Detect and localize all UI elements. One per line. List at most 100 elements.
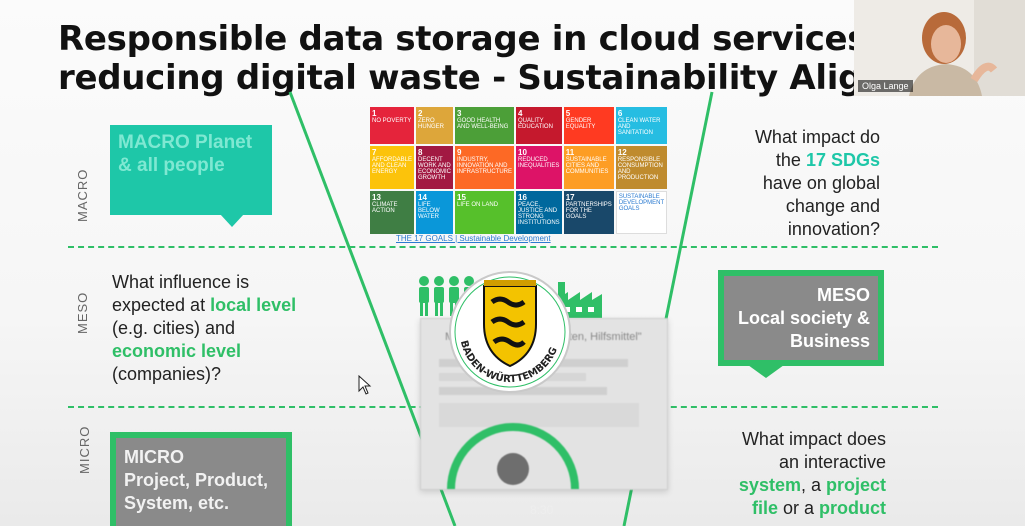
sdg-tile-number: 11 <box>565 148 575 157</box>
participant-name: Olga Lange <box>858 80 913 92</box>
sdg-tile-label: INDUSTRY, INNOVATION AND INFRASTRUCTURE <box>457 157 513 175</box>
macro-box: MACRO Planet & all people <box>110 125 272 215</box>
sdg-tile-label: PARTNERSHIPS FOR THE GOALS <box>565 202 612 220</box>
sdg-tile-label: LIFE BELOW WATER <box>418 202 440 220</box>
sdg-tile-number: 6 <box>617 109 623 118</box>
video-timestamp: 8:30 <box>530 503 554 517</box>
micro-box: MICRO Project, Product, System, etc. <box>110 432 292 526</box>
sdg-tile-label: CLEAN WATER AND SANITATION <box>617 118 661 136</box>
sdg-tile-number: 13 <box>372 193 381 202</box>
sdg-tile-number: 4 <box>518 109 523 118</box>
coat-of-arms-badge: BADEN-WÜRTTEMBERG <box>449 271 571 393</box>
macro-q-text: the <box>775 150 806 170</box>
macro-question-line-4: change and <box>785 196 880 216</box>
macro-question: What impact do the 17 SDGs have on globa… <box>720 126 880 241</box>
sdg-tile-number: 2 <box>418 109 423 118</box>
micro-question-line-2: an interactive <box>778 452 886 472</box>
sdg-tile-label: QUALITY EDUCATION <box>518 118 553 130</box>
macro-question-line-5: innovation? <box>787 219 880 239</box>
sdg-tile-number: 12 <box>617 148 627 157</box>
micro-question-line-4: file or a product <box>700 497 886 520</box>
product-highlight: product <box>819 498 886 518</box>
sdg-tile-number: 5 <box>565 109 571 118</box>
sdg-tile-label: NO POVERTY <box>372 118 412 124</box>
local-level-highlight: local level <box>210 295 297 315</box>
micro-box-line-1: MICRO <box>124 447 184 467</box>
sdg-tile-label: DECENT WORK AND ECONOMIC GROWTH <box>418 157 452 181</box>
meso-box-line-1: MESO <box>816 285 870 305</box>
micro-q-text-2: or a <box>777 498 819 518</box>
sdg-tile-number: 14 <box>418 193 427 202</box>
micro-q-text: , a <box>800 475 826 495</box>
sdg-tile-number: 8 <box>418 148 423 157</box>
macro-question-line-2: the 17 SDGs <box>720 149 880 172</box>
slide-title: Responsible data storage in cloud servic… <box>58 20 984 98</box>
micro-box-line-2: Project, Product, <box>124 470 269 490</box>
meso-box-pointer <box>748 365 784 378</box>
sdg-tile-label: ZERO HUNGER <box>418 118 445 130</box>
meso-q-text: expected at <box>112 295 211 315</box>
sdg-highlight: 17 SDGs <box>805 150 880 170</box>
meso-box: MESO Local society & Business <box>718 270 884 366</box>
webcam-feed[interactable]: Olga Lange <box>854 0 1025 96</box>
macro-question-line-3: have on global <box>762 173 880 193</box>
slide-title-line-1: Responsible data storage in cloud servic… <box>58 19 950 59</box>
sdg-tile-number: 1 <box>372 109 377 118</box>
meso-box-line-3: Business <box>789 331 870 351</box>
macro-box-pointer <box>220 214 244 227</box>
level-label-macro: MACRO <box>75 168 90 222</box>
file-highlight: file <box>751 498 778 518</box>
sdg-tile: SUSTAINABLE DEVELOPMENT GOALS <box>615 191 668 234</box>
meso-question: What influence is expected at local leve… <box>112 271 332 386</box>
meso-question-line-2: expected at local level <box>112 294 332 317</box>
sdg-tile-number: 10 <box>518 148 527 157</box>
economic-level-highlight: economic level <box>112 341 242 361</box>
sdg-tile-label: LIFE ON LAND <box>457 202 499 208</box>
divider-macro-meso <box>68 246 938 248</box>
sdg-tile-label: PEACE, JUSTICE AND STRONG INSTITUTIONS <box>518 202 560 226</box>
sdg-tile-label: AFFORDABLE AND CLEAN ENERGY <box>372 157 413 175</box>
meso-question-line-1: What influence is <box>112 272 250 292</box>
sdg-link[interactable]: THE 17 GOALS | Sustainable Development <box>396 234 551 243</box>
factory-icon <box>556 282 602 318</box>
system-highlight: system <box>738 475 801 495</box>
meso-question-line-3: (e.g. cities) and <box>112 318 236 338</box>
project-highlight: project <box>825 475 886 495</box>
micro-question-line-1: What impact does <box>741 429 886 449</box>
level-label-meso: MESO <box>75 291 90 334</box>
sdg-tile-label: SUSTAINABLE DEVELOPMENT GOALS <box>618 194 665 212</box>
micro-question-line-3: system, a project <box>700 474 886 497</box>
sdg-tile-label: RESPONSIBLE CONSUMPTION AND PRODUCTION <box>617 157 663 181</box>
sdg-tile-label: GENDER EQUALITY <box>565 118 596 130</box>
micro-box-line-3: System, etc. <box>124 493 230 513</box>
sdg-tile-label: SUSTAINABLE CITIES AND COMMUNITIES <box>565 157 609 175</box>
sdg-tile-label: CLIMATE ACTION <box>372 202 398 214</box>
macro-question-line-1: What impact do <box>754 127 880 147</box>
micro-question: What impact does an interactive system, … <box>700 428 886 520</box>
mouse-cursor-icon <box>358 375 372 395</box>
sdg-tile-number: 16 <box>518 193 527 202</box>
meso-question-line-5: (companies)? <box>112 364 222 384</box>
level-label-micro: MICRO <box>77 425 92 474</box>
macro-box-text: MACRO Planet & all people <box>118 132 253 176</box>
sdg-tile-number: 7 <box>372 148 377 157</box>
slide-title-line-2: reducing digital waste - Sustainability … <box>58 58 984 98</box>
sdg-tile-label: GOOD HEALTH AND WELL-BEING <box>457 118 509 130</box>
